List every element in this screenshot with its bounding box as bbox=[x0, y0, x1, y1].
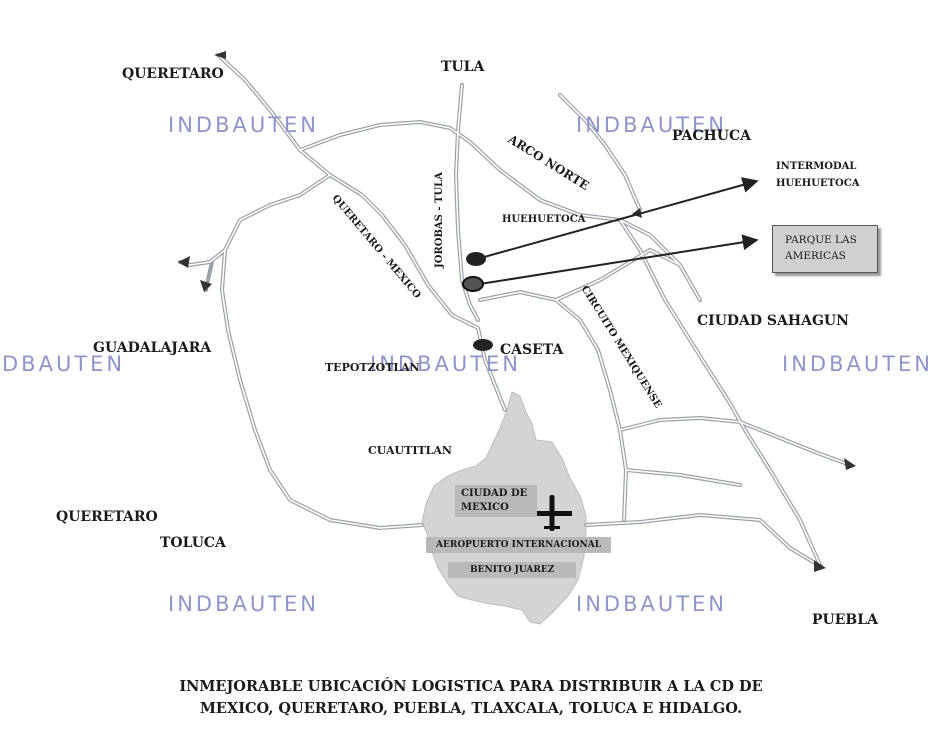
watermark-bottom-left: INDBAUTEN bbox=[168, 592, 320, 616]
caption-line1: INMEJORABLE UBICACIÓN LOGISTICA PARA DIS… bbox=[179, 678, 763, 695]
caption-line2: MEXICO, QUERETARO, PUEBLA, TLAXCALA, TOL… bbox=[199, 700, 743, 717]
label-cuautitlan: CUAUTITLAN bbox=[368, 444, 452, 457]
label-tula: TULA bbox=[441, 59, 485, 75]
map-caption: INMEJORABLE UBICACIÓN LOGISTICA PARA DIS… bbox=[0, 676, 942, 720]
label-pachuca: PACHUCA bbox=[672, 128, 751, 144]
location-marker-caseta[interactable] bbox=[473, 339, 493, 351]
ciudad-line2: MEXICO bbox=[461, 502, 509, 513]
airplane-icon bbox=[532, 495, 572, 531]
callout-intermodal-line2: HUEHUETOCA bbox=[776, 178, 860, 189]
watermark-top-left: INDBAUTEN bbox=[168, 113, 320, 137]
label-jorobas-tula: JOROBAS - TULA bbox=[434, 172, 445, 268]
watermark-bottom-right: INDBAUTEN bbox=[576, 592, 728, 616]
label-ciudad-sahagun: CIUDAD SAHAGUN bbox=[697, 313, 849, 329]
watermark-mid-right: INDBAUTEN bbox=[782, 352, 934, 376]
location-marker-parque[interactable] bbox=[462, 276, 484, 292]
label-aeropuerto: AEROPUERTO INTERNACIONAL bbox=[426, 537, 612, 553]
label-guadalajara: GUADALAJARA bbox=[93, 340, 212, 356]
arrow-to-parque bbox=[479, 234, 759, 285]
label-queretaro-bottom: QUERETARO bbox=[56, 509, 158, 525]
label-puebla: PUEBLA bbox=[812, 612, 878, 628]
watermark-top-right: INDBAUTEN bbox=[576, 113, 728, 137]
watermark-mid-left: DBAUTEN bbox=[2, 352, 126, 376]
arrow-to-intermodal bbox=[476, 177, 759, 260]
callout-intermodal-huehuetoca: INTERMODAL HUEHUETOCA bbox=[776, 158, 859, 192]
callout-parque-las-americas: PARQUE LAS AMERICAS bbox=[772, 225, 878, 273]
callout-parque-line1: PARQUE LAS bbox=[785, 234, 857, 246]
callout-intermodal-line1: INTERMODAL bbox=[776, 161, 857, 172]
label-benito-juarez: BENITO JUAREZ bbox=[448, 562, 577, 578]
label-ciudad-de-mexico: CIUDAD DE MEXICO bbox=[455, 485, 537, 517]
label-tepotzotlan: TEPOTZOTLAN bbox=[325, 361, 420, 374]
location-marker-intermodal[interactable] bbox=[466, 252, 486, 266]
callout-parque-line2: AMERICAS bbox=[785, 250, 846, 262]
road-end-markers bbox=[178, 51, 856, 572]
watermark-mid-center: INDBAUTEN bbox=[370, 352, 522, 376]
ciudad-line1: CIUDAD DE bbox=[461, 488, 528, 499]
label-caseta: CASETA bbox=[500, 342, 564, 358]
label-toluca: TOLUCA bbox=[160, 535, 226, 551]
label-huehuetoca: HUEHUETOCA bbox=[502, 214, 586, 225]
label-queretaro-top: QUERETARO bbox=[122, 66, 224, 82]
